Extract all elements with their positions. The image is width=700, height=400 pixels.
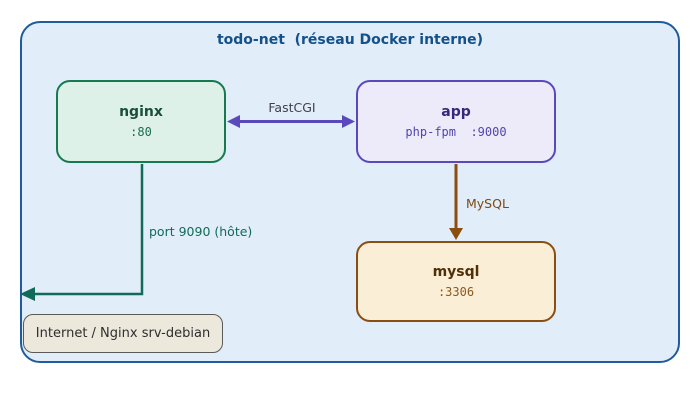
external-host-label: Internet / Nginx srv-debian <box>35 326 211 341</box>
nginx-title: nginx <box>119 104 163 120</box>
external-host-box: Internet / Nginx srv-debian <box>23 314 223 353</box>
network-title: todo-net (réseau Docker interne) <box>216 32 484 48</box>
node-app: app php-fpm :9000 <box>356 80 556 163</box>
node-nginx: nginx :80 <box>56 80 226 163</box>
node-mysql: mysql :3306 <box>356 241 556 322</box>
mysql-title: mysql <box>432 264 480 280</box>
host-port-edge-label: port 9090 (hôte) <box>149 224 253 239</box>
fastcgi-edge-label: FastCGI <box>268 100 316 115</box>
nginx-port: :80 <box>130 125 152 139</box>
app-port: php-fpm :9000 <box>405 125 507 139</box>
app-title: app <box>441 104 471 120</box>
mysql-edge-label: MySQL <box>466 196 509 211</box>
docker-network-container <box>20 21 680 363</box>
mysql-port: :3306 <box>437 285 475 299</box>
